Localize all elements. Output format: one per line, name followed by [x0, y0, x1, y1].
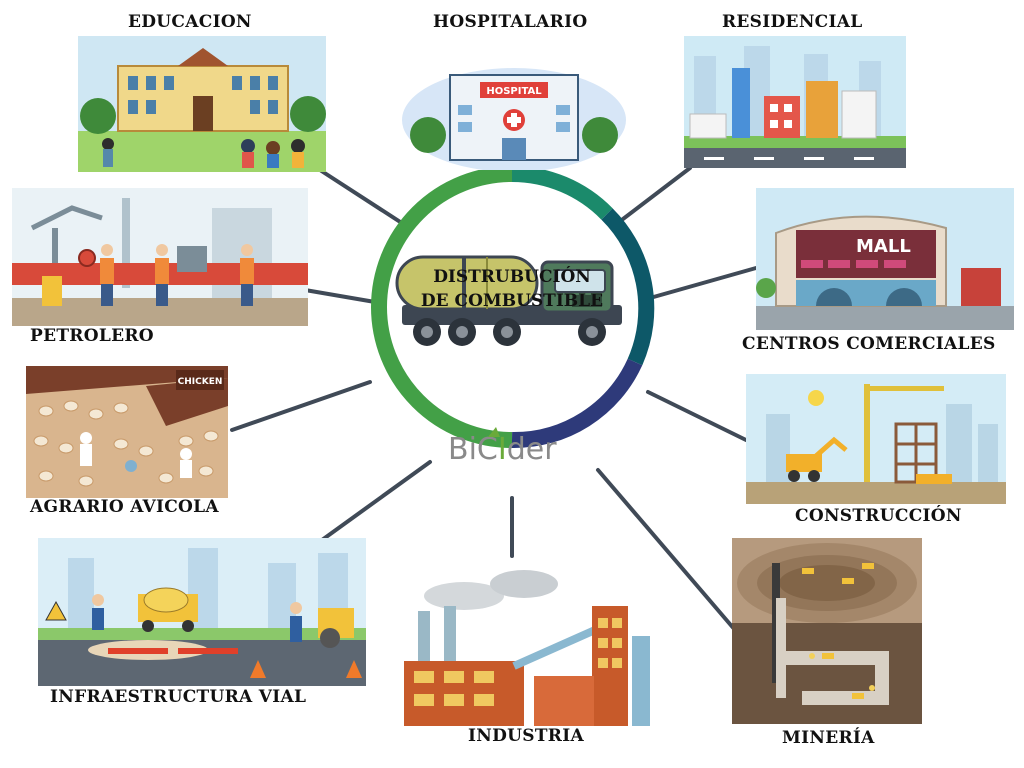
connector-centros	[648, 266, 758, 300]
hub-title-line2: DE COMBUSTIBLE	[420, 291, 604, 311]
label-agrario: AGRARIO AVICOLA	[30, 497, 219, 517]
chicken-sign: CHICKEN	[178, 377, 223, 387]
label-infraestructura: INFRAESTRUCTURA VIAL	[50, 687, 307, 707]
card-residencial	[684, 36, 906, 168]
label-centros: CENTROS COMERCIALES	[742, 334, 996, 354]
connector-construccion	[646, 390, 748, 442]
label-educacion: EDUCACION	[128, 12, 252, 32]
card-petrolero	[12, 188, 308, 326]
card-industria	[404, 566, 658, 726]
bicider-logo: BiCIder	[448, 427, 557, 467]
card-mineria	[732, 538, 922, 724]
connector-agrario	[230, 380, 372, 432]
card-agrario: CHICKEN	[26, 366, 228, 498]
card-hospitalario: HOSPITAL	[398, 40, 630, 170]
hub-ring	[371, 166, 655, 449]
label-petrolero: PETROLERO	[30, 326, 154, 346]
label-hospitalario: HOSPITALARIO	[433, 12, 588, 32]
hub-title: DISTRUBUCIÓN DE COMBUSTIBLE	[402, 265, 622, 313]
card-construccion	[746, 374, 1006, 504]
mall-sign: MALL	[856, 236, 911, 257]
hospital-sign: HOSPITAL	[486, 86, 542, 97]
label-industria: INDUSTRIA	[468, 726, 584, 746]
card-educacion	[78, 36, 326, 172]
label-construccion: CONSTRUCCIÓN	[795, 506, 962, 526]
tanker-truck-icon	[395, 255, 622, 346]
label-mineria: MINERÍA	[782, 728, 875, 748]
hub-title-line1: DISTRUBUCIÓN	[433, 267, 591, 287]
label-residencial: RESIDENCIAL	[722, 12, 863, 32]
brand-logo-text: BiCIder	[448, 432, 557, 467]
card-centros: MALL	[756, 188, 1014, 330]
connector-petrolero	[303, 288, 377, 304]
card-infraestructura	[38, 538, 366, 686]
connector-infraestructura	[320, 460, 432, 542]
connector-mineria	[596, 468, 737, 632]
